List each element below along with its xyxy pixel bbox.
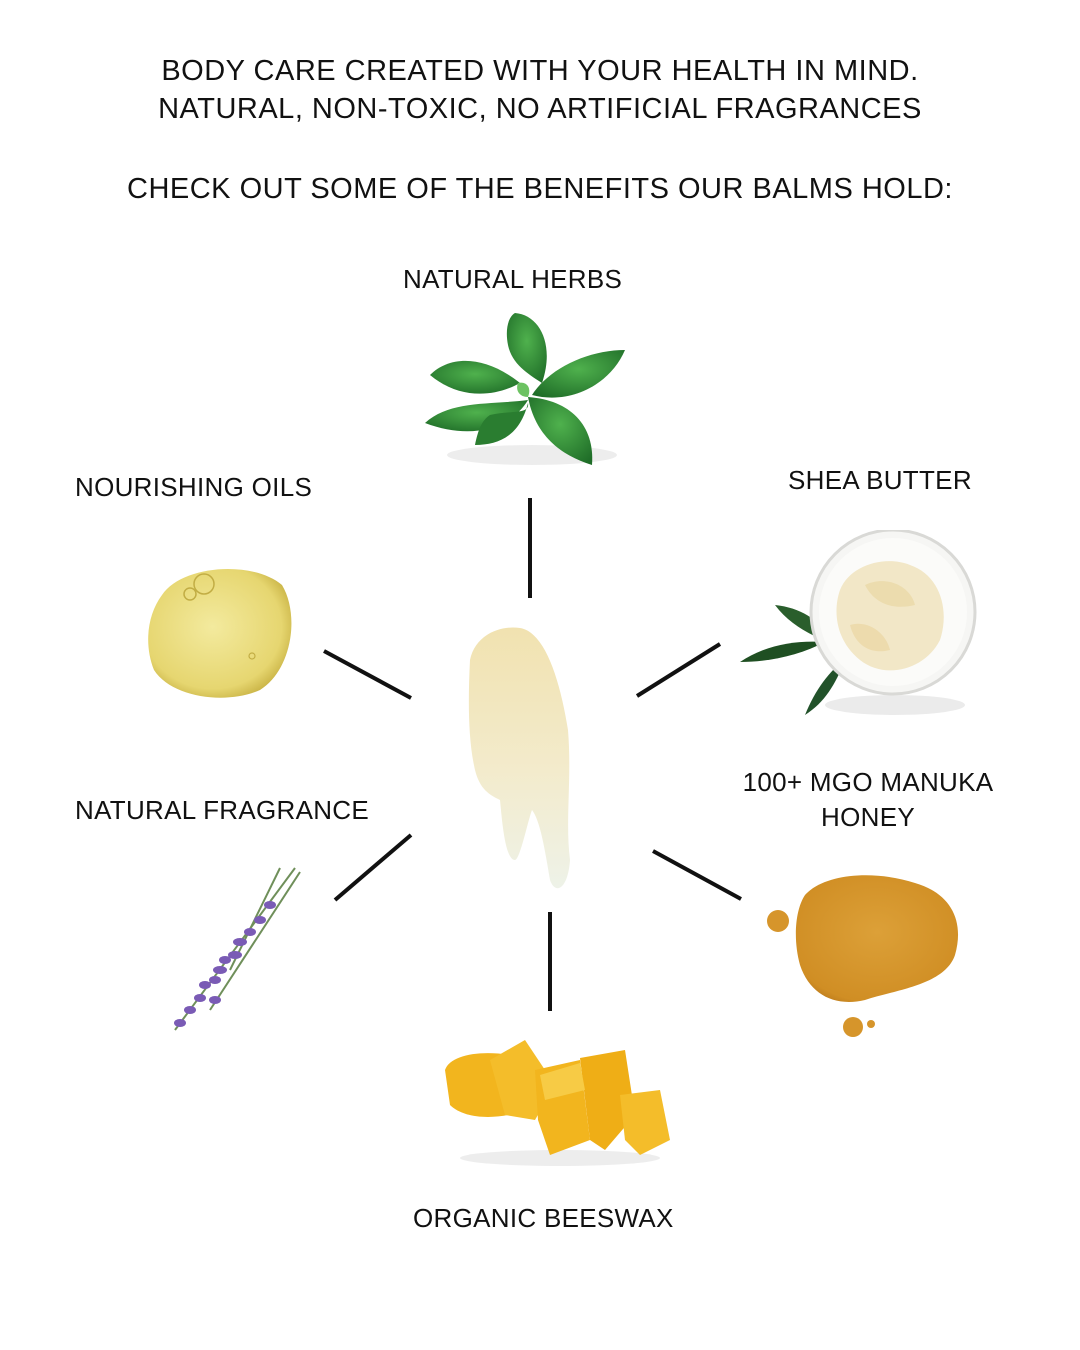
oil-drop-icon bbox=[148, 568, 292, 698]
balm-smear-icon bbox=[468, 627, 570, 889]
connector-lower-right bbox=[652, 849, 742, 901]
label-natural-fragrance: NATURAL FRAGRANCE bbox=[75, 795, 370, 825]
label-shea-butter: SHEA BUTTER bbox=[788, 465, 972, 495]
header-line-3: CHECK OUT SOME OF THE BENEFITS OUR BALMS… bbox=[127, 173, 953, 205]
label-manuka-honey-line-1: 100+ MGO MANUKA bbox=[742, 767, 994, 797]
label-manuka-honey-line-2: HONEY bbox=[821, 802, 915, 832]
shea-butter-bowl-icon bbox=[740, 530, 977, 715]
lavender-sprigs-icon bbox=[174, 867, 301, 1031]
label-manuka-honey: 100+ MGO MANUKA HONEY bbox=[718, 765, 1018, 835]
connector-lower-left bbox=[333, 833, 413, 902]
header-line-1: BODY CARE CREATED WITH YOUR HEALTH IN MI… bbox=[161, 55, 919, 87]
header-line-2: NATURAL, NON-TOXIC, NO ARTIFICIAL FRAGRA… bbox=[158, 93, 922, 125]
label-natural-herbs: NATURAL HERBS bbox=[403, 264, 623, 294]
beeswax-chunks-icon bbox=[445, 1040, 670, 1166]
mint-leaves-icon bbox=[425, 313, 625, 465]
connector-upper-left bbox=[323, 649, 412, 700]
header: BODY CARE CREATED WITH YOUR HEALTH IN MI… bbox=[0, 52, 1080, 208]
honey-puddle-icon bbox=[767, 875, 959, 1037]
label-nourishing-oils: NOURISHING OILS bbox=[75, 472, 313, 502]
connector-upper-right bbox=[635, 642, 722, 698]
label-organic-beeswax: ORGANIC BEESWAX bbox=[413, 1203, 674, 1233]
